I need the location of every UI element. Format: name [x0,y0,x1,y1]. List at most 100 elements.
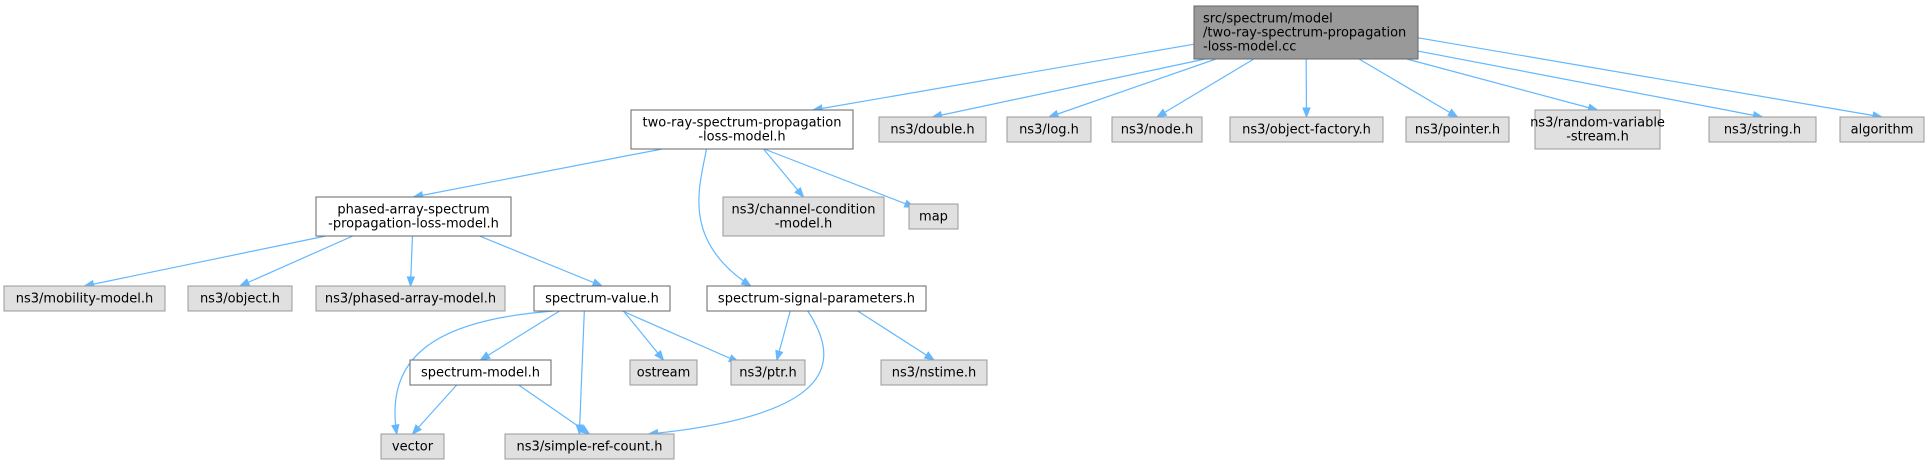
edge-root-to-log-h [1047,58,1217,118]
edge-phased-array-h-to-spectrum-value-h [479,235,604,287]
node-box [315,285,506,312]
node-channel-condition-h: ns3/channel-condition-model.h [722,196,885,237]
node-ostream: ostream [629,359,698,386]
node-label-line: vector [392,440,434,455]
node-box [504,433,675,460]
node-label-line: spectrum-signal-parameters.h [718,292,915,307]
node-label-line: -stream.h [1566,130,1629,145]
edge-phased-array-h-to-object-h [238,235,354,287]
node-double-h: ns3/double.h [878,116,987,143]
arrowhead-icon [406,276,416,288]
edge-spectrum-signal-parameters-h-to-nstime-h [857,310,936,361]
node-box [3,285,166,312]
node-box [630,109,854,150]
node-label-line: map [919,210,948,225]
node-box [1839,116,1925,143]
node-label-line: ns3/nstime.h [892,366,976,381]
node-spectrum-value-h[interactable]: spectrum-value.h [533,285,671,312]
node-label-line: /two-ray-spectrum-propagation [1203,26,1406,41]
arrowhead-icon [775,349,784,362]
edge-spectrum-value-h-to-ostream [623,310,665,362]
edge-spectrum-model-h-to-vector [411,384,458,436]
node-simple-ref-count-h: ns3/simple-ref-count.h [504,433,675,460]
node-two-ray-h[interactable]: two-ray-spectrum-propagation-loss-model.… [630,109,854,150]
node-box [878,116,987,143]
edge-root-to-random-variable-stream-h [1406,58,1599,112]
node-box [315,196,512,237]
node-label-line: ns3/pointer.h [1415,123,1500,138]
arrowhead-icon [923,351,936,361]
arrowhead-icon [1047,109,1060,118]
edge-spectrum-signal-parameters-h-to-ptr-h [775,310,791,362]
arrowhead-icon [740,277,752,287]
node-label-line: -model.h [775,217,833,232]
node-box [1708,116,1817,143]
node-label-line: src/spectrum/model [1203,12,1333,27]
node-node-h: ns3/node.h [1111,116,1203,143]
node-string-h: ns3/string.h [1708,116,1817,143]
node-box [1006,116,1092,143]
node-box [1405,116,1510,143]
arrowhead-icon [411,424,423,436]
node-pointer-h: ns3/pointer.h [1405,116,1510,143]
node-label-line: phased-array-spectrum [337,203,489,218]
edge-two-ray-h-to-phased-array-h [412,148,663,200]
edge-spectrum-value-h-to-ptr-h [622,310,740,363]
node-label-line: -loss-model.cc [1203,40,1296,55]
node-box [1111,116,1203,143]
node-spectrum-model-h[interactable]: spectrum-model.h [409,359,552,386]
node-label-line: ns3/object-factory.h [1242,123,1371,138]
nodes-layer: src/spectrum/model/two-ray-spectrum-prop… [3,5,1925,460]
node-box [1229,116,1384,143]
node-label-line: ns3/node.h [1121,123,1193,138]
node-box [730,359,806,386]
node-label-line: two-ray-spectrum-propagation [643,116,842,131]
edge-phased-array-h-to-mobility-model-h [83,235,326,289]
edge-spectrum-value-h-to-simple-ref-count-h [575,310,585,436]
node-box [1534,109,1661,150]
edge-root-to-algorithm [1417,37,1884,120]
edge-two-ray-h-to-channel-condition-h [763,148,805,199]
edge-spectrum-model-h-to-simple-ref-count-h [518,384,591,435]
node-box [380,433,445,460]
node-box [706,285,927,312]
node-label-line: ns3/ptr.h [739,366,797,381]
arrowhead-icon [479,351,491,361]
arrowhead-icon [1155,108,1168,118]
arrowhead-icon [654,349,665,362]
node-random-variable-stream-h: ns3/random-variable-stream.h [1530,109,1665,150]
edge-root-to-pointer-h [1358,58,1459,118]
node-phased-array-model-h: ns3/phased-array-model.h [315,285,506,312]
edge-two-ray-h-to-spectrum-signal-parameters-h [698,148,752,287]
node-label-line: ns3/simple-ref-count.h [517,440,663,455]
node-box [409,359,552,386]
node-spectrum-signal-parameters-h[interactable]: spectrum-signal-parameters.h [706,285,927,312]
node-box [187,285,293,312]
node-phased-array-h[interactable]: phased-array-spectrum-propagation-loss-m… [315,196,512,237]
node-box [1193,5,1419,60]
node-label-line: ns3/channel-condition [732,203,876,218]
arrowhead-icon [591,278,604,287]
node-label-line: ns3/random-variable [1530,116,1665,131]
node-object-factory-h: ns3/object-factory.h [1229,116,1384,143]
node-label-line: ns3/log.h [1019,123,1079,138]
node-algorithm: algorithm [1839,116,1925,143]
node-label-line: ns3/object.h [200,292,280,307]
arrowhead-icon [579,425,591,435]
node-label-line: -propagation-loss-model.h [328,217,499,232]
node-root[interactable]: src/spectrum/model/two-ray-spectrum-prop… [1193,5,1419,60]
node-label-line: algorithm [1851,123,1914,138]
node-label-line: ns3/double.h [890,123,974,138]
node-box [880,359,988,386]
arrowhead-icon [794,186,805,199]
node-label-line: ns3/string.h [1724,123,1801,138]
node-log-h: ns3/log.h [1006,116,1092,143]
edges-layer [83,37,1884,438]
node-label-line: ns3/mobility-model.h [16,292,153,307]
node-label-line: spectrum-model.h [421,366,540,381]
edge-phased-array-h-to-phased-array-model-h [406,235,416,288]
edge-root-to-object-factory-h [1302,58,1311,119]
node-box [629,359,698,386]
node-vector: vector [380,433,445,460]
